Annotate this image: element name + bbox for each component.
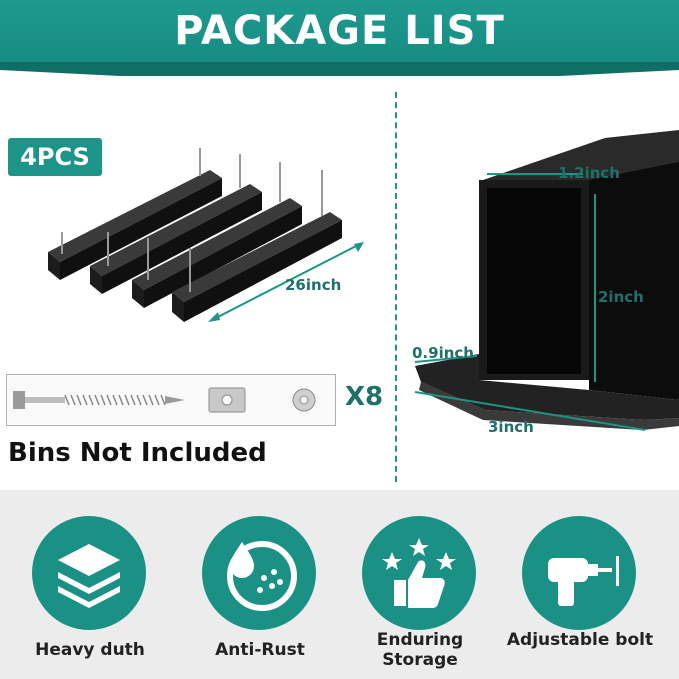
feature-icon-circle bbox=[32, 516, 146, 630]
quantity-badge: 4PCS bbox=[8, 138, 102, 176]
rail-2 bbox=[90, 154, 262, 294]
rails-illustration bbox=[48, 148, 364, 322]
stack-layers-icon bbox=[58, 544, 120, 608]
feature-enduring-storage: Enduring Storage bbox=[340, 490, 500, 679]
feature-adjustable-bolt: Adjustable bolt bbox=[500, 490, 660, 679]
banner-fold bbox=[0, 62, 679, 76]
rail-profile-illustration bbox=[414, 130, 679, 431]
rail-3 bbox=[132, 162, 302, 308]
thumbs-up-stars-icon bbox=[382, 538, 456, 608]
feature-icon-circle bbox=[362, 516, 476, 630]
feature-icon-circle bbox=[202, 516, 316, 630]
square-washer-icon bbox=[208, 387, 246, 413]
length-dimension-label: 26inch bbox=[285, 276, 342, 294]
drill-icon bbox=[548, 556, 619, 606]
flange-dimension-label: 0.9inch bbox=[412, 344, 474, 362]
width-dimension-label: 1.2inch bbox=[558, 164, 620, 182]
hardware-box bbox=[6, 374, 336, 426]
water-drop-shield-icon bbox=[227, 541, 297, 611]
feature-label: Adjustable bolt bbox=[506, 630, 654, 650]
feature-icon-circle bbox=[522, 516, 636, 630]
feature-label: Enduring Storage bbox=[376, 630, 464, 670]
feature-heavy-duty: Heavy duth bbox=[10, 490, 170, 679]
feature-anti-rust: Anti-Rust bbox=[180, 490, 340, 679]
page-title: PACKAGE LIST bbox=[174, 8, 505, 54]
feature-label: Heavy duth bbox=[35, 640, 145, 660]
rail-4 bbox=[172, 170, 342, 322]
section-divider bbox=[395, 92, 397, 482]
height-dimension-label: 2inch bbox=[598, 288, 644, 306]
rail-1 bbox=[48, 148, 222, 280]
round-washer-icon bbox=[292, 388, 316, 412]
hardware-count: X8 bbox=[345, 382, 384, 412]
screw-icon bbox=[13, 391, 185, 409]
features-strip: Heavy duth Anti-Rust bbox=[0, 490, 679, 679]
base-dimension-label: 3inch bbox=[488, 418, 534, 436]
feature-label: Anti-Rust bbox=[215, 640, 305, 660]
bins-not-included-note: Bins Not Included bbox=[8, 438, 267, 468]
header-banner bbox=[0, 0, 679, 70]
